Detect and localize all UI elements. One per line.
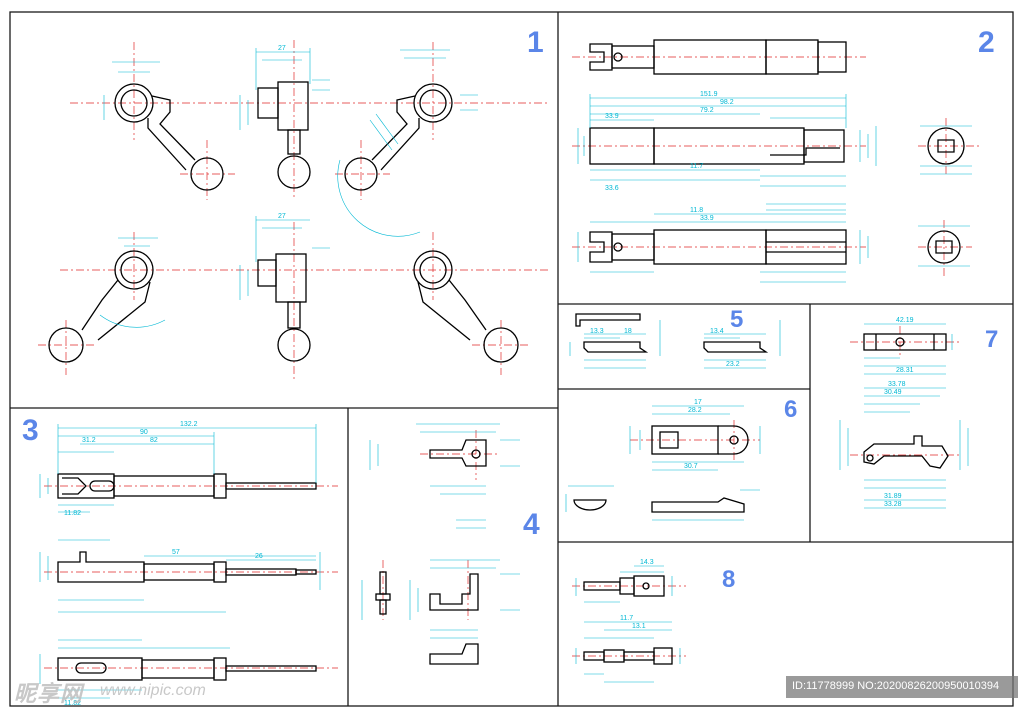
svg-text:31.2: 31.2 (82, 437, 96, 444)
panel-number-7: 7 (985, 326, 999, 353)
panel-2-centerlines (572, 56, 980, 276)
panel-number-4: 4 (523, 508, 540, 541)
panel-5-outlines (575, 313, 769, 353)
svg-text:33.28: 33.28 (884, 501, 902, 508)
panel-number-6: 6 (784, 396, 798, 423)
panel-2-drawing: 151.9 98.2 79.2 33.9 11.7 33.6 33.9 11.8 (572, 39, 980, 283)
svg-text:42.19: 42.19 (896, 317, 914, 324)
panel-3-drawing: 132.2 31.2 90 82 57 26 11.82 11.82 (39, 421, 338, 707)
panel-6-outlines (573, 425, 749, 513)
panel-6-dimension-text: 17 28.2 30.7 (684, 399, 702, 470)
panel-3-centerlines (44, 485, 338, 669)
svg-text:33.9: 33.9 (700, 215, 714, 222)
svg-text:30.49: 30.49 (884, 389, 902, 396)
panel-5-dimensions (569, 320, 781, 369)
panel-1-drawing: 27 27 (38, 40, 548, 380)
svg-text:132.2: 132.2 (180, 421, 198, 428)
svg-text:23.2: 23.2 (726, 361, 740, 368)
panel-number-1: 1 (527, 26, 544, 59)
svg-text:90: 90 (140, 429, 148, 436)
panel-2-outlines (589, 39, 965, 265)
svg-text:31.89: 31.89 (884, 493, 902, 500)
panel-1-dimensions (99, 48, 478, 328)
svg-text:79.2: 79.2 (700, 107, 714, 114)
panel-number-2: 2 (978, 26, 995, 59)
panel-5-drawing: 13.3 18 13.4 23.2 (569, 313, 781, 369)
panel-number-3: 3 (22, 414, 39, 447)
svg-text:57: 57 (172, 549, 180, 556)
panel-8-centerlines (572, 585, 686, 657)
panel-6-dimensions (565, 405, 761, 521)
panel-3-outlines (57, 473, 317, 681)
svg-text:11.82: 11.82 (64, 700, 81, 707)
panel-7-outlines (863, 333, 949, 469)
watermark-url: www.nipic.com (100, 682, 206, 699)
panel-5-dimension-text: 13.3 18 13.4 23.2 (590, 328, 740, 368)
svg-text:13.1: 13.1 (632, 623, 646, 630)
panel-2-dimensions (577, 94, 972, 283)
svg-text:13.3: 13.3 (590, 328, 604, 335)
svg-text:30.7: 30.7 (684, 463, 698, 470)
panel-3-dimension-text: 132.2 31.2 90 82 57 26 11.82 11.82 (64, 421, 263, 707)
panel-4-outlines (375, 439, 487, 665)
panel-8-drawing: 14.3 11.7 13.1 (572, 559, 686, 683)
svg-text:33.78: 33.78 (888, 381, 906, 388)
panel-1-outlines (48, 81, 519, 363)
id-banner (786, 676, 1018, 698)
svg-text:26: 26 (255, 553, 263, 560)
panel-7-centerlines (850, 326, 960, 456)
panel-6-drawing: 17 28.2 30.7 (565, 399, 761, 521)
panel-8-dimension-text: 14.3 11.7 13.1 (620, 559, 654, 630)
svg-text:11.82: 11.82 (64, 510, 81, 517)
panel-3-dimensions (39, 424, 321, 699)
svg-text:151.9: 151.9 (700, 91, 718, 98)
svg-text:11.8: 11.8 (690, 207, 703, 214)
svg-text:13.4: 13.4 (710, 328, 724, 335)
svg-text:27: 27 (278, 45, 286, 52)
panel-7-dimensions (839, 323, 969, 509)
panel-4-drawing (361, 423, 520, 665)
panel-1-dimension-text: 27 27 (278, 45, 286, 220)
svg-text:28.31: 28.31 (896, 367, 914, 374)
svg-text:18: 18 (624, 328, 632, 335)
panel-7-drawing: 42.19 33.78 30.49 28.31 31.89 33.28 (839, 317, 969, 509)
panel-8-outlines (583, 575, 673, 665)
panel-8-dimensions (575, 565, 681, 683)
panel-number-8: 8 (722, 566, 736, 593)
svg-text:98.2: 98.2 (720, 99, 734, 106)
svg-text:11.7: 11.7 (620, 615, 633, 622)
svg-text:11.7: 11.7 (690, 163, 703, 170)
svg-text:17: 17 (694, 399, 702, 406)
watermark-logo: 昵享网 (14, 681, 84, 706)
svg-text:27: 27 (278, 213, 286, 220)
svg-text:28.2: 28.2 (688, 407, 702, 414)
panel-number-5: 5 (730, 306, 744, 333)
svg-text:33.9: 33.9 (605, 113, 619, 120)
sheet-frame (9, 11, 1014, 707)
svg-text:33.6: 33.6 (605, 185, 619, 192)
svg-text:82: 82 (150, 437, 158, 444)
id-banner-text: ID:11778999 NO:20200826200950010394 (792, 680, 1000, 692)
panel-7-dimension-text: 42.19 33.78 30.49 28.31 31.89 33.28 (884, 317, 914, 508)
svg-text:14.3: 14.3 (640, 559, 654, 566)
panel-4-dimensions (361, 423, 520, 639)
panel-2-dimension-text: 151.9 98.2 79.2 33.9 11.7 33.6 33.9 11.8 (605, 91, 734, 222)
